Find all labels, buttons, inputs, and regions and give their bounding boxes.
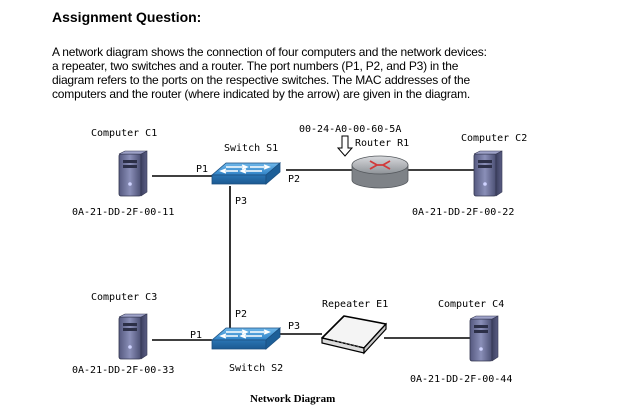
repeater-e1-label: Repeater E1	[322, 299, 388, 310]
computer-c3-label: Computer C3	[91, 292, 157, 303]
connection-lines	[152, 169, 476, 341]
switch-s1-port-p3: P3	[235, 196, 247, 207]
network-switch-icon	[211, 162, 281, 185]
router-r1-mac: 00-24-A0-00-60-5A	[299, 124, 401, 135]
paragraph-line-4: computers and the router (where indicate…	[52, 87, 471, 101]
paragraph-line-2: a repeater, two switches and a router. T…	[52, 59, 459, 73]
router-r1: 00-24-A0-00-60-5A Router R1	[299, 124, 409, 189]
computer-c4: Computer C4 0A-21-DD-2F-00-44	[410, 299, 512, 385]
computer-c4-mac: 0A-21-DD-2F-00-44	[410, 374, 512, 385]
paragraph-line-3: diagram refers to the ports on the respe…	[52, 73, 470, 87]
computer-c2-label: Computer C2	[461, 133, 527, 144]
computer-c1: Computer C1 0A-21-DD-2F-00-11	[72, 128, 174, 218]
switch-s2-port-p2: P2	[235, 309, 247, 320]
computer-c1-mac: 0A-21-DD-2F-00-11	[72, 207, 174, 218]
switch-s2: P2 P3 P1 Switch S2	[190, 309, 300, 374]
computer-c3-mac: 0A-21-DD-2F-00-33	[72, 365, 174, 376]
computer-c2: Computer C2 0A-21-DD-2F-00-22	[412, 133, 527, 218]
computer-c1-label: Computer C1	[91, 128, 157, 139]
switch-s2-label: Switch S2	[229, 363, 283, 374]
router-icon	[351, 155, 409, 189]
switch-s1-label: Switch S1	[224, 143, 278, 154]
tower-computer-icon	[118, 313, 148, 360]
tower-computer-icon	[469, 315, 499, 362]
network-switch-icon	[211, 327, 281, 350]
switch-s1-port-p2: P2	[288, 174, 300, 185]
computer-c3: Computer C3 0A-21-DD-2F-00-33	[72, 292, 174, 376]
tower-computer-icon	[473, 150, 503, 197]
switch-s1: Switch S1 P1 P2 P3	[196, 143, 300, 207]
diagram-caption: Network Diagram	[250, 393, 335, 405]
down-arrow-icon	[336, 135, 354, 157]
router-r1-label: Router R1	[355, 138, 409, 149]
switch-s2-port-p3: P3	[288, 321, 300, 332]
paragraph-line-1: A network diagram shows the connection o…	[52, 45, 487, 59]
assignment-heading: Assignment Question:	[52, 9, 202, 25]
repeater-icon	[321, 315, 387, 355]
switch-s1-port-p1: P1	[196, 164, 208, 175]
computer-c4-label: Computer C4	[438, 299, 504, 310]
switch-s2-port-p1: P1	[190, 330, 202, 341]
repeater-e1: Repeater E1	[321, 299, 388, 355]
computer-c2-mac: 0A-21-DD-2F-00-22	[412, 207, 514, 218]
tower-computer-icon	[118, 150, 148, 197]
question-paragraph: A network diagram shows the connection o…	[52, 45, 572, 101]
